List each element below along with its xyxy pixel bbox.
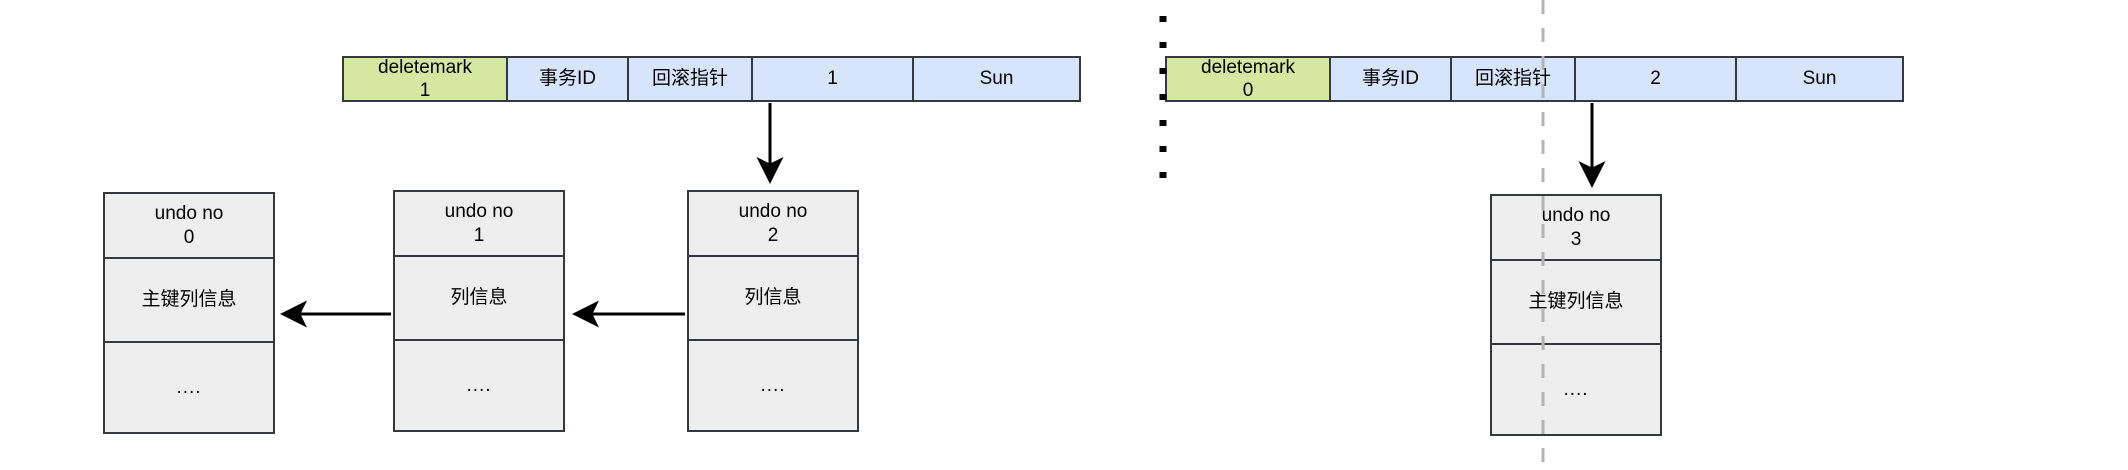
roll-pointer-cell-1: 回滚指针 bbox=[629, 58, 753, 100]
undo-info-0: 主键列信息 bbox=[105, 259, 273, 343]
undo-log-box-3: undo no 3 主键列信息 .... bbox=[1490, 194, 1662, 436]
trx-id-cell-2: 事务ID bbox=[1331, 58, 1452, 100]
roll-pointer-cell-2: 回滚指针 bbox=[1452, 58, 1576, 100]
deletemark-value: 1 bbox=[419, 80, 431, 101]
deletemark-cell-1: deletemark 1 bbox=[344, 56, 508, 101]
undo-no-label: undo no bbox=[738, 201, 808, 223]
deletemark-value: 0 bbox=[1242, 80, 1254, 101]
col-name-value: Sun bbox=[1802, 68, 1837, 90]
col-name-cell-1: Sun bbox=[914, 58, 1079, 100]
undo-more-label: .... bbox=[466, 374, 492, 396]
col-id-cell-2: 2 bbox=[1576, 58, 1737, 100]
undo-header-0: undo no 0 bbox=[105, 194, 273, 259]
undo-header-1: undo no 1 bbox=[395, 192, 563, 257]
col-id-value: 2 bbox=[1650, 68, 1661, 90]
undo-more-label: .... bbox=[760, 374, 786, 396]
record-row-version-2: deletemark 0 事务ID 回滚指针 2 Sun bbox=[1165, 56, 1904, 102]
undo-no-label: undo no bbox=[154, 203, 224, 225]
roll-pointer-label: 回滚指针 bbox=[651, 68, 728, 90]
trx-id-cell-1: 事务ID bbox=[508, 58, 629, 100]
deletemark-cell-2: deletemark 0 bbox=[1167, 56, 1331, 101]
undo-no-value: 3 bbox=[1570, 228, 1582, 250]
undo-info-label: 主键列信息 bbox=[141, 289, 237, 311]
undo-more-label: .... bbox=[1563, 378, 1589, 400]
col-name-cell-2: Sun bbox=[1737, 58, 1902, 100]
col-id-value: 1 bbox=[827, 68, 838, 90]
undo-more-0: .... bbox=[105, 343, 273, 432]
trx-id-label: 事务ID bbox=[1361, 68, 1419, 90]
roll-pointer-label: 回滚指针 bbox=[1474, 68, 1551, 90]
undo-no-value: 1 bbox=[473, 224, 485, 246]
undo-log-box-0: undo no 0 主键列信息 .... bbox=[103, 192, 275, 434]
col-name-value: Sun bbox=[979, 68, 1014, 90]
undo-no-value: 0 bbox=[183, 226, 195, 248]
undo-info-label: 列信息 bbox=[744, 287, 802, 309]
undo-no-label: undo no bbox=[444, 201, 514, 223]
undo-log-box-2: undo no 2 列信息 .... bbox=[687, 190, 859, 432]
undo-info-2: 列信息 bbox=[689, 257, 857, 341]
col-id-cell-1: 1 bbox=[753, 58, 914, 100]
undo-more-label: .... bbox=[176, 376, 202, 398]
undo-more-2: .... bbox=[689, 341, 857, 430]
deletemark-label: deletemark bbox=[1201, 56, 1295, 78]
undo-more-1: .... bbox=[395, 341, 563, 430]
undo-info-label: 主键列信息 bbox=[1528, 291, 1624, 313]
undo-header-2: undo no 2 bbox=[689, 192, 857, 257]
undo-no-value: 2 bbox=[767, 224, 779, 246]
undo-info-1: 列信息 bbox=[395, 257, 563, 341]
undo-more-3: .... bbox=[1492, 345, 1660, 434]
undo-info-label: 列信息 bbox=[450, 287, 508, 309]
undo-no-label: undo no bbox=[1541, 205, 1611, 227]
undo-header-3: undo no 3 bbox=[1492, 196, 1660, 261]
undo-info-3: 主键列信息 bbox=[1492, 261, 1660, 345]
trx-id-label: 事务ID bbox=[538, 68, 596, 90]
deletemark-label: deletemark bbox=[378, 56, 472, 78]
undo-log-box-1: undo no 1 列信息 .... bbox=[393, 190, 565, 432]
record-row-version-1: deletemark 1 事务ID 回滚指针 1 Sun bbox=[342, 56, 1081, 102]
